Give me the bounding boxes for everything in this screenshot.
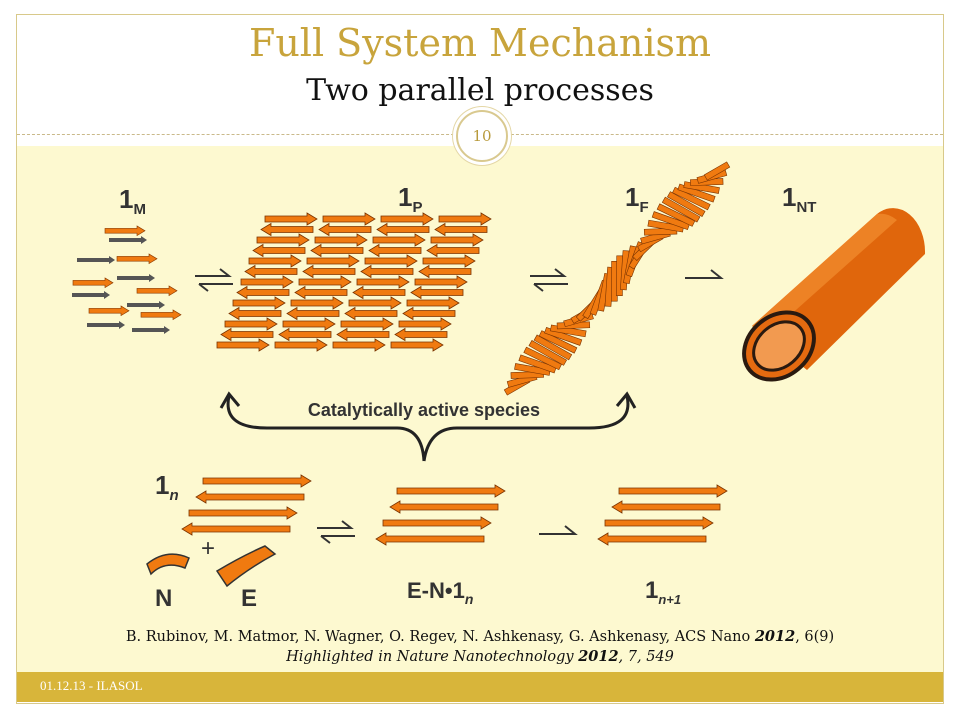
forward-arrow-2	[539, 525, 578, 535]
stack-1n1	[597, 484, 728, 546]
equilibrium-arrow-3	[317, 520, 355, 544]
label-1n1: 1n+1	[645, 577, 681, 607]
slide-number: 10	[456, 110, 508, 162]
stack-1n	[181, 474, 312, 536]
equilibrium-arrow-1	[195, 268, 233, 292]
stack-complex	[375, 484, 506, 546]
citation-line-1: B. Rubinov, M. Matmor, N. Wagner, O. Reg…	[125, 628, 835, 645]
nanotube-1nt	[742, 208, 926, 382]
label-1nt: 1NT	[782, 182, 816, 216]
slide-title: Full System Mechanism	[248, 21, 712, 65]
label-1f: 1F	[625, 182, 649, 216]
forward-arrow-1	[685, 269, 724, 279]
label-1n: 1n	[155, 470, 179, 504]
catalytic-label: Catalytically active species	[308, 400, 540, 420]
citation-line-2: Highlighted in Nature Nanotechnology 201…	[286, 648, 674, 665]
sheet-1p	[216, 212, 492, 352]
equilibrium-arrow-2	[530, 268, 568, 292]
catalytic-bracket	[219, 391, 637, 462]
label-1p: 1P	[398, 182, 422, 216]
label-N: N	[155, 585, 172, 612]
content-panel	[17, 146, 943, 672]
label-complex: E-N•1n	[407, 578, 473, 607]
slide-subtitle: Two parallel processes	[306, 73, 654, 108]
label-1m: 1M	[119, 184, 146, 218]
monomer-cluster	[72, 225, 182, 334]
free-strands	[146, 545, 277, 588]
label-E: E	[241, 585, 257, 612]
footer-text: 01.12.13 - ILASOL	[40, 678, 143, 693]
slide-frame	[16, 14, 944, 704]
mechanism-diagram: 1M 1P 1F 1NT Catalytically active	[72, 161, 926, 612]
fiber-1f	[503, 161, 731, 396]
plus-sign: +	[201, 535, 215, 562]
footer-bar	[17, 672, 943, 702]
